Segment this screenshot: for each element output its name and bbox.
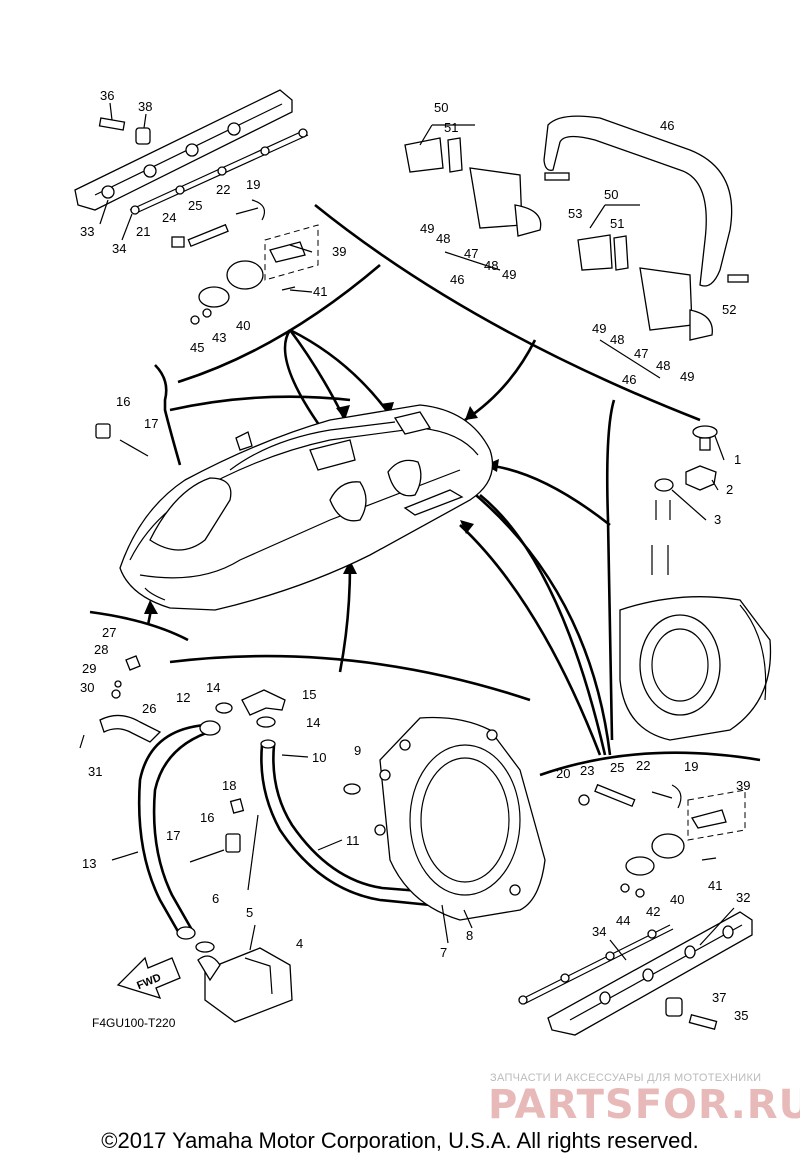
- part-label-29[interactable]: 29: [82, 661, 96, 676]
- part-label-46-handle[interactable]: 46: [660, 118, 674, 133]
- part-label-39[interactable]: 39: [332, 244, 346, 259]
- part-label-25[interactable]: 25: [610, 760, 624, 775]
- part-label-27[interactable]: 27: [102, 625, 116, 640]
- part-label-45[interactable]: 45: [190, 340, 204, 355]
- part-label-48[interactable]: 48: [484, 258, 498, 273]
- part-label-7[interactable]: 7: [440, 945, 447, 960]
- part-label-8[interactable]: 8: [466, 928, 473, 943]
- part-label-6[interactable]: 6: [212, 891, 219, 906]
- part-label-34[interactable]: 34: [112, 241, 126, 256]
- part-label-20[interactable]: 20: [556, 766, 570, 781]
- part-label-43[interactable]: 43: [212, 330, 226, 345]
- fastener-16-17: [95, 423, 149, 457]
- copyright-notice: ©2017 Yamaha Motor Corporation, U.S.A. A…: [101, 1128, 699, 1153]
- part-label-41[interactable]: 41: [313, 284, 327, 299]
- part-label-40[interactable]: 40: [236, 318, 250, 333]
- part-label-11[interactable]: 11: [346, 833, 360, 848]
- part-label-30[interactable]: 30: [80, 680, 94, 695]
- part-label-48[interactable]: 48: [436, 231, 450, 246]
- part-label-50[interactable]: 50: [604, 187, 618, 202]
- fwd-arrow: FWD: [116, 956, 181, 1000]
- jet-pump-housing: [619, 425, 772, 741]
- part-label-37[interactable]: 37: [712, 990, 726, 1005]
- part-label-19[interactable]: 19: [684, 759, 698, 774]
- part-label-5[interactable]: 5: [246, 905, 253, 920]
- part-label-22[interactable]: 22: [216, 182, 230, 197]
- part-label-33[interactable]: 33: [80, 224, 94, 239]
- pointer-arrows: [144, 328, 612, 756]
- part-label-13[interactable]: 13: [82, 856, 96, 871]
- part-label-35[interactable]: 35: [734, 1008, 748, 1023]
- part-label-46[interactable]: 46: [450, 272, 464, 287]
- part-label-49[interactable]: 49: [420, 221, 434, 236]
- part-label-16[interactable]: 16: [116, 394, 130, 409]
- part-label-53[interactable]: 53: [568, 206, 582, 221]
- part-label-2[interactable]: 2: [726, 482, 733, 497]
- watermark-tagline: ЗАПЧАСТИ И АКСЕССУАРЫ ДЛЯ МОТОТЕХНИКИ: [490, 1072, 762, 1084]
- part-label-38[interactable]: 38: [138, 99, 152, 114]
- part-label-18[interactable]: 18: [222, 778, 236, 793]
- part-label-1[interactable]: 1: [734, 452, 741, 467]
- part-label-49[interactable]: 49: [680, 369, 694, 384]
- part-label-9[interactable]: 9: [354, 743, 361, 758]
- fuel-parts-lower-left: [189, 798, 293, 1023]
- part-label-50[interactable]: 50: [434, 100, 448, 115]
- handle-bracket-assembly: [404, 115, 749, 379]
- group-brackets: [89, 203, 761, 777]
- part-label-46[interactable]: 46: [622, 372, 636, 387]
- part-label-51[interactable]: 51: [444, 120, 458, 135]
- part-label-48[interactable]: 48: [610, 332, 624, 347]
- part-label-4[interactable]: 4: [296, 936, 303, 951]
- part-label-12[interactable]: 12: [176, 690, 190, 705]
- part-label-47[interactable]: 47: [634, 346, 648, 361]
- part-label-14[interactable]: 14: [306, 715, 320, 730]
- part-number-labels: 36 38 33 34 21 24 25 22 19 39 41 40 43 4…: [80, 88, 750, 1023]
- part-label-40[interactable]: 40: [670, 892, 684, 907]
- engine-mount-plate: [374, 716, 546, 921]
- part-label-16[interactable]: 16: [200, 810, 214, 825]
- part-label-26[interactable]: 26: [142, 701, 156, 716]
- part-label-17[interactable]: 17: [166, 828, 180, 843]
- part-label-15[interactable]: 15: [302, 687, 316, 702]
- part-label-24[interactable]: 24: [162, 210, 176, 225]
- watermark-brand: PARTSFOR.RU: [488, 1082, 800, 1128]
- part-label-49[interactable]: 49: [592, 321, 606, 336]
- part-label-10[interactable]: 10: [312, 750, 326, 765]
- part-label-44[interactable]: 44: [616, 913, 630, 928]
- part-label-32[interactable]: 32: [736, 890, 750, 905]
- part-label-52[interactable]: 52: [722, 302, 736, 317]
- part-label-39[interactable]: 39: [736, 778, 750, 793]
- part-label-42[interactable]: 42: [646, 904, 660, 919]
- part-label-3[interactable]: 3: [714, 512, 721, 527]
- figure-code: F4GU100-T220: [92, 1016, 176, 1030]
- part-label-47[interactable]: 47: [464, 246, 478, 261]
- part-label-14[interactable]: 14: [206, 680, 220, 695]
- watercraft-hull: [119, 404, 494, 611]
- part-label-25[interactable]: 25: [188, 198, 202, 213]
- part-label-36[interactable]: 36: [100, 88, 114, 103]
- part-label-22[interactable]: 22: [636, 758, 650, 773]
- leader-lines: [99, 102, 735, 961]
- part-label-19[interactable]: 19: [246, 177, 260, 192]
- part-label-34[interactable]: 34: [592, 924, 606, 939]
- part-label-28[interactable]: 28: [94, 642, 108, 657]
- rail-assembly-lower-right: [518, 783, 753, 1036]
- rail-assembly-top-left: [74, 89, 319, 325]
- part-label-51[interactable]: 51: [610, 216, 624, 231]
- part-label-41[interactable]: 41: [708, 878, 722, 893]
- part-label-21[interactable]: 21: [136, 224, 150, 239]
- part-label-31[interactable]: 31: [88, 764, 102, 779]
- part-label-48[interactable]: 48: [656, 358, 670, 373]
- part-label-49[interactable]: 49: [502, 267, 516, 282]
- cooling-hose-left: [79, 655, 221, 940]
- part-label-17[interactable]: 17: [144, 416, 158, 431]
- part-label-23[interactable]: 23: [580, 763, 594, 778]
